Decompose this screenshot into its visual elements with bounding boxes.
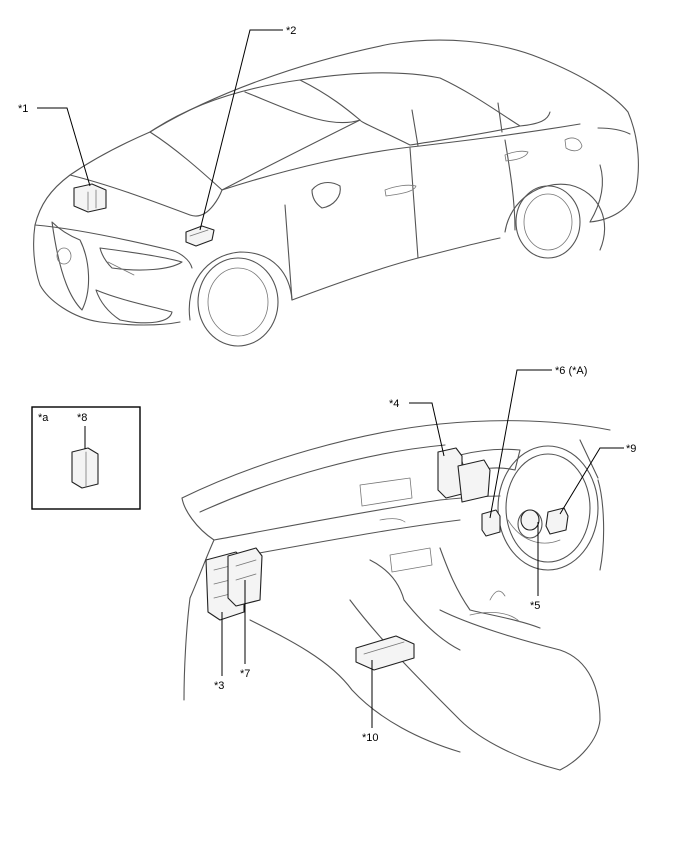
- part-1-component: [73, 183, 107, 213]
- leader-lines: [37, 29, 624, 728]
- part-9-component: [545, 507, 569, 535]
- part-7-component: [227, 547, 263, 607]
- part-10-component: [355, 635, 415, 671]
- callout-2: *2: [286, 25, 296, 37]
- callout-labels: *1 *2 *3 *4 *5 *6 (*A) *7 *9 *10: [18, 25, 636, 744]
- callout-3: *3: [214, 680, 224, 692]
- part-2-component: [185, 225, 215, 247]
- callout-10: *10: [362, 732, 379, 744]
- leader-line-9: [559, 447, 624, 515]
- callout-9: *9: [626, 443, 636, 455]
- part-5-component: [520, 509, 540, 531]
- vehicle-interior-illustration: [181, 420, 611, 771]
- callout-a: *a: [38, 412, 49, 424]
- callout-7: *7: [240, 668, 250, 680]
- leader-line-6: [489, 369, 552, 519]
- callout-6: *6 (*A): [555, 365, 587, 377]
- callout-8: *8: [77, 412, 87, 424]
- callout-5: *5: [530, 600, 540, 612]
- part-8-component: [71, 447, 99, 489]
- leader-line-2: [199, 29, 283, 231]
- leader-line-4: [409, 402, 445, 457]
- part-6-component: [481, 509, 501, 537]
- inset-box: *a *8: [31, 406, 141, 510]
- callout-1: *1: [18, 103, 28, 115]
- leader-line-1: [37, 107, 91, 187]
- part-4-component: [437, 447, 491, 503]
- car-exterior-illustration: [33, 39, 639, 347]
- callout-4: *4: [389, 398, 399, 410]
